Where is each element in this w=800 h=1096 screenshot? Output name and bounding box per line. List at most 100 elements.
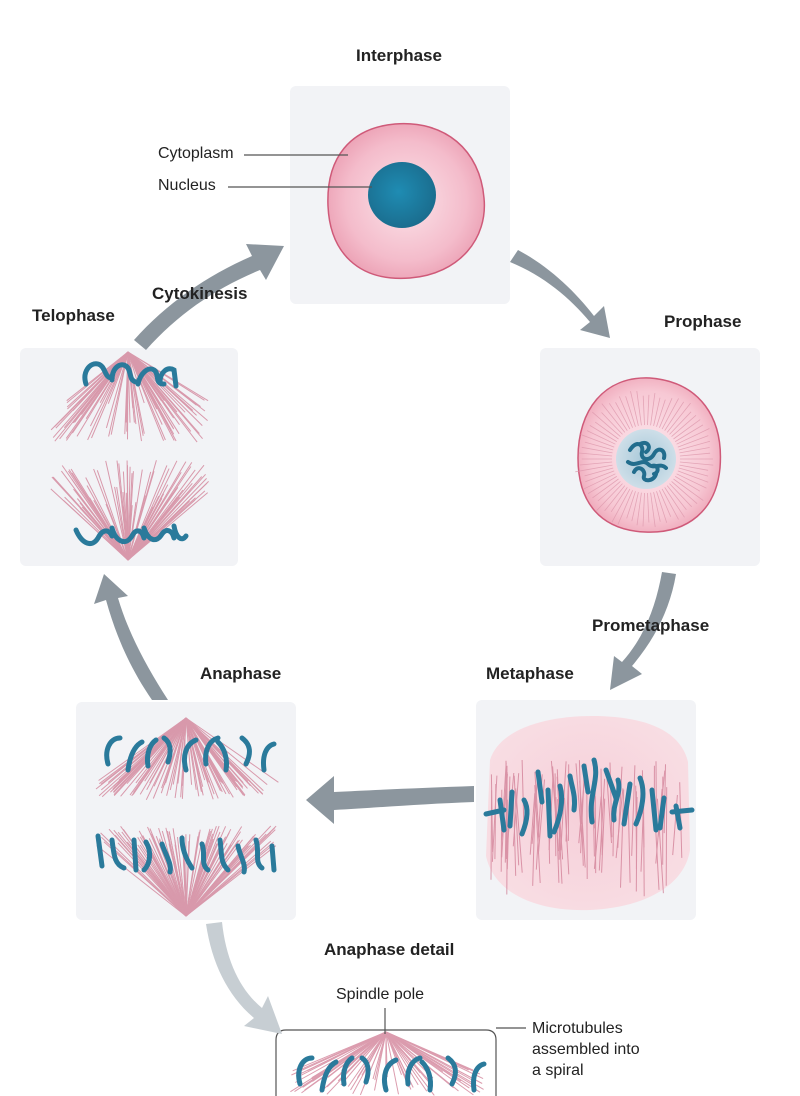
spindle-fiber — [385, 1031, 428, 1092]
aster-fiber — [631, 492, 639, 522]
aster-fiber — [673, 478, 704, 501]
aster-fiber — [676, 428, 710, 445]
aster-fiber — [618, 396, 633, 428]
aster-fiber — [630, 391, 639, 426]
spindle-fiber — [127, 460, 178, 561]
spindle-fiber — [169, 717, 187, 791]
aster-fiber — [584, 467, 614, 477]
spindle-fiber — [185, 717, 248, 789]
aster-fiber — [671, 481, 698, 505]
spindle-fiber — [185, 828, 211, 917]
aster-fiber — [575, 464, 613, 473]
spindle-fiber — [185, 829, 276, 917]
spindle-fiber — [127, 351, 163, 425]
spindle-fiber — [74, 489, 129, 561]
spindle-fiber — [385, 1031, 434, 1079]
metaphase-label: Metaphase — [486, 664, 574, 683]
spindle-fiber — [185, 843, 218, 917]
aster-fiber — [592, 478, 619, 499]
spindle-fiber — [70, 468, 129, 561]
spindle-fiber — [127, 351, 165, 401]
spindle-fiber — [665, 787, 668, 886]
aster-fiber — [664, 401, 685, 431]
spindle-pole-callout: Spindle pole — [336, 986, 425, 1003]
metaphase-cell — [483, 716, 695, 911]
spindle-fiber — [67, 470, 129, 561]
spindle-fiber — [295, 1031, 387, 1083]
aster-fiber — [626, 491, 636, 519]
spindle-fiber — [579, 780, 586, 868]
aster-fiber — [669, 411, 692, 435]
spindle-fiber — [385, 1031, 444, 1073]
spindle-fiber — [127, 465, 129, 561]
spindle-fiber — [513, 795, 517, 876]
metaphase-chromosomes — [483, 757, 695, 839]
spindle-fiber — [185, 845, 277, 917]
aster-fiber — [642, 395, 645, 426]
spindle-fiber — [127, 492, 209, 561]
spindle-fiber — [656, 798, 664, 894]
aster-fiber — [679, 464, 709, 471]
aster-fiber — [636, 492, 642, 526]
spindle-fiber — [185, 717, 221, 792]
spindle-fiber — [615, 788, 624, 859]
spindle-fiber — [127, 351, 203, 426]
spindle-fiber — [68, 351, 129, 413]
aster-fiber — [679, 452, 711, 457]
anaphase-cell — [95, 717, 279, 917]
spindle-fiber — [127, 468, 170, 561]
spindle-fiber — [491, 775, 498, 862]
aster-fiber — [589, 425, 618, 442]
spindle-fiber — [185, 826, 243, 917]
nucleus-shape — [368, 162, 436, 228]
spindle-fiber — [185, 840, 239, 917]
spindle-fiber — [100, 717, 187, 785]
aster-fiber — [610, 487, 628, 513]
spindle-fiber — [185, 840, 203, 917]
aster-fiber — [650, 393, 656, 426]
aster-fiber — [578, 452, 613, 457]
spindle-fiber — [185, 829, 201, 917]
spindle-fiber — [521, 759, 525, 824]
interphase-cell — [327, 122, 486, 280]
spindle-fiber — [600, 768, 603, 856]
spindle-fiber — [147, 826, 187, 917]
spindle-fiber — [127, 496, 178, 561]
spindle-fiber — [620, 789, 625, 888]
spindle-fiber — [564, 797, 570, 875]
aster-fiber — [604, 485, 626, 512]
spindle-fiber — [103, 841, 187, 917]
arrow-interphase-to-prophase — [510, 250, 610, 338]
spindle-fiber — [127, 351, 175, 441]
arrow-to-anaphase-detail — [206, 922, 282, 1034]
aster-fiber — [596, 483, 623, 511]
aster-fiber — [611, 488, 631, 523]
anaphase-label: Anaphase — [200, 664, 282, 683]
aster-fiber — [679, 447, 710, 454]
spindle-fiber — [185, 825, 220, 917]
spindle-fiber — [127, 351, 206, 412]
spindle-fiber — [145, 717, 187, 801]
spindle-fiber — [127, 465, 168, 561]
spindle-fiber — [385, 1031, 419, 1086]
aster-fiber — [661, 488, 679, 520]
aster-fiber — [647, 394, 650, 426]
aster-fiber — [617, 490, 633, 525]
anaphase-chromosomes-bottom — [95, 833, 277, 875]
spindle-fiber — [127, 351, 131, 423]
spindle-fiber — [385, 1031, 474, 1071]
aster-fiber — [659, 490, 672, 517]
spindle-fiber — [185, 717, 197, 790]
arrow-prophase-to-metaphase — [610, 572, 676, 690]
aster-fiber — [650, 492, 656, 528]
aster-fiber — [583, 473, 616, 490]
aster-fiber — [579, 461, 613, 466]
spindle-fiber — [185, 717, 244, 789]
spindle-fiber — [385, 1031, 484, 1080]
spindle-fiber — [127, 351, 135, 423]
spindle-fiber — [176, 717, 187, 784]
spindle-fiber — [145, 844, 187, 917]
aster-fiber — [666, 485, 687, 510]
spindle-fiber — [127, 476, 203, 561]
spindle-fiber — [168, 831, 187, 917]
